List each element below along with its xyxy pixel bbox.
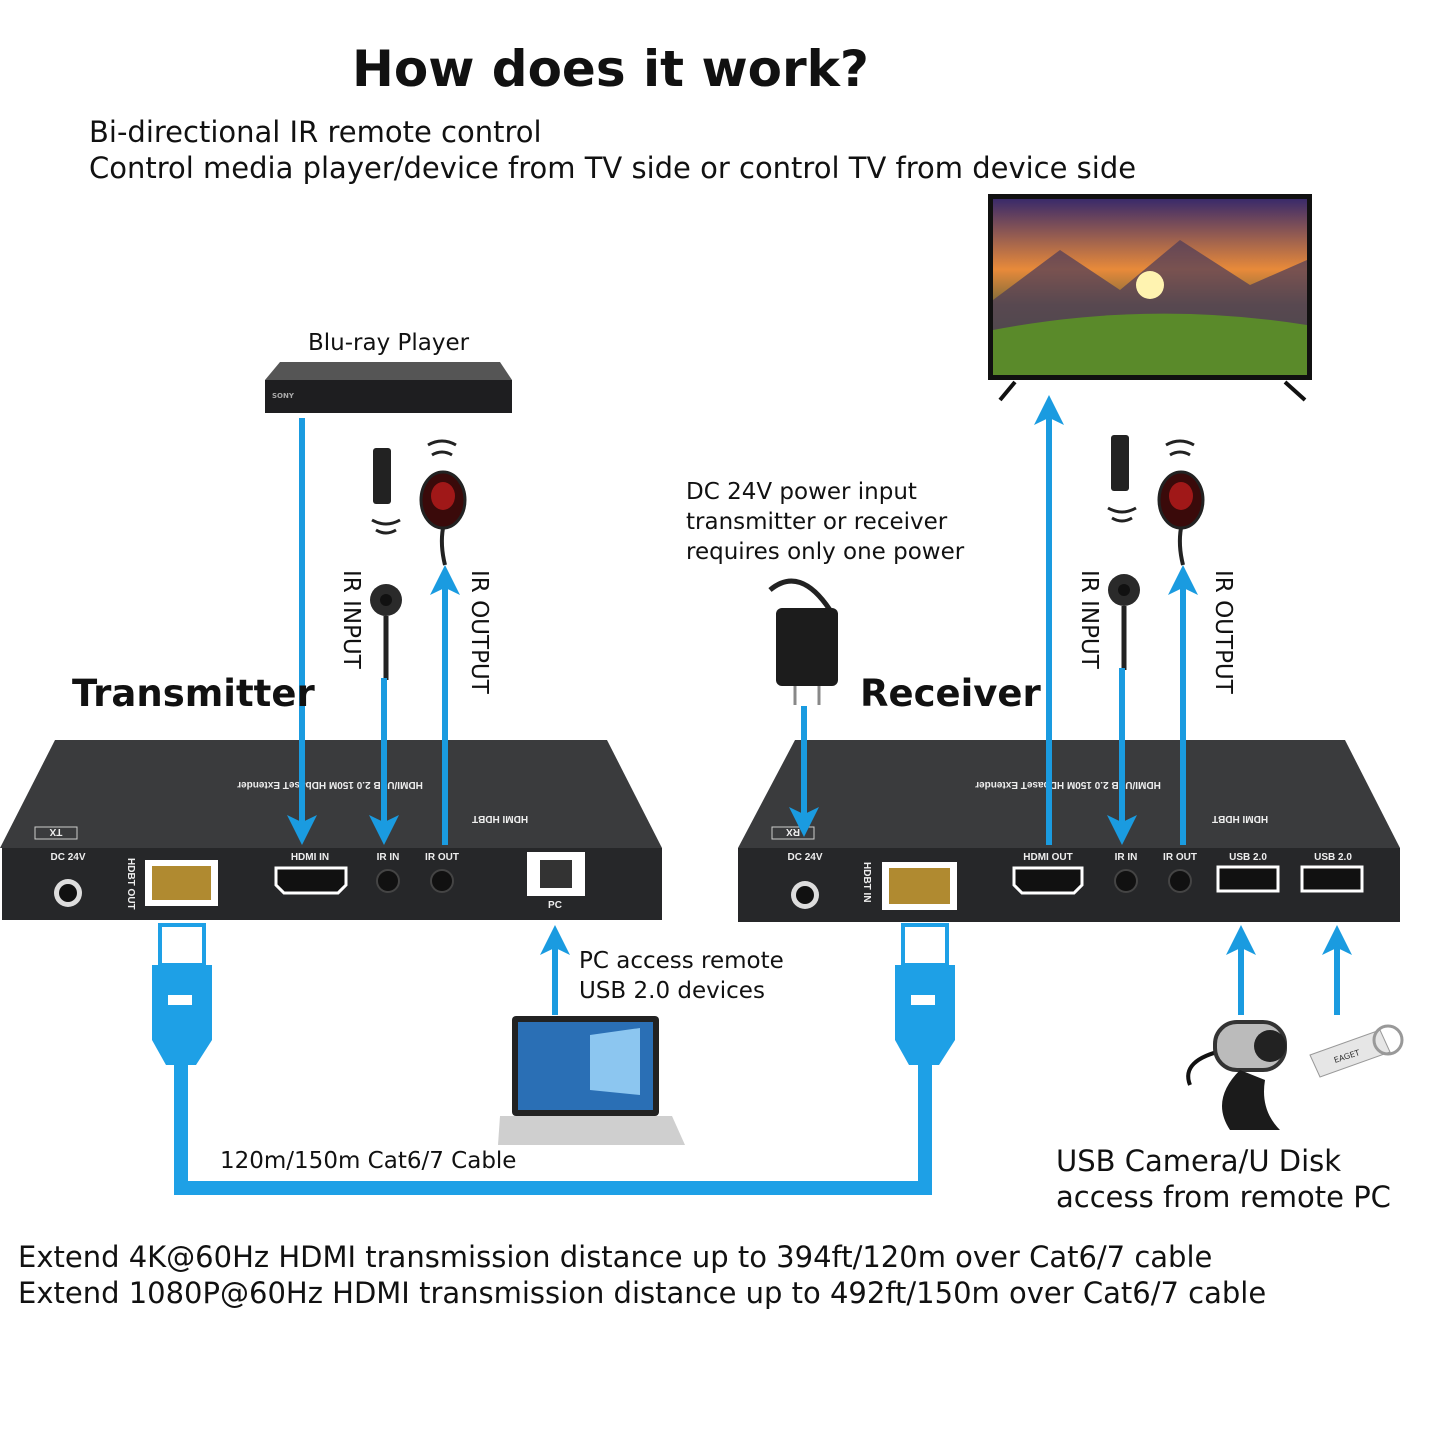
ir-remote-icon [371, 448, 401, 535]
power-adapter-icon [768, 578, 838, 705]
rx-badge: RX [786, 826, 800, 837]
receiver-label: Receiver [860, 672, 1041, 715]
bluray-brand: SONY [272, 392, 295, 400]
rx-ir-output-label: IR OUTPUT [1210, 570, 1236, 694]
rx-port-usb2: USB 2.0 [1314, 852, 1352, 863]
power-note-3: requires only one power [686, 539, 965, 565]
cable-label: 120m/150m Cat6/7 Cable [220, 1148, 517, 1174]
tx-badge: TX [49, 826, 62, 837]
tx-ir-output-label: IR OUTPUT [466, 570, 492, 694]
footer-line-1: Extend 4K@60Hz HDMI transmission distanc… [18, 1240, 1213, 1274]
pc-note-2: USB 2.0 devices [579, 978, 765, 1004]
power-note-2: transmitter or receiver [686, 509, 948, 535]
receiver-device: HDMI/USB 2.0 150M HDbaseT Extender HDMI … [738, 740, 1400, 922]
footer-line-2: Extend 1080P@60Hz HDMI transmission dist… [18, 1276, 1267, 1310]
tx-port-hdmi: HDMI IN [291, 852, 329, 863]
subtitle-line-2: Control media player/device from TV side… [89, 151, 1137, 185]
rx-model-text: HDMI/USB 2.0 150M HDbaseT Extender [975, 779, 1161, 790]
rj45-connector-rx [895, 923, 955, 1065]
rj45-connector-tx [152, 923, 212, 1065]
ir-emitter-icon [370, 584, 402, 680]
tx-port-irin: IR IN [377, 852, 400, 863]
subtitle-line-1: Bi-directional IR remote control [89, 115, 542, 149]
laptop-icon [498, 1016, 685, 1145]
rx-port-usb1: USB 2.0 [1229, 852, 1267, 863]
ir-remote-icon [1107, 435, 1137, 523]
power-note-1: DC 24V power input [686, 479, 917, 505]
rx-port-hdbt: HDBT IN [861, 862, 872, 903]
bluray-player: SONY [265, 362, 512, 413]
rx-port-irin: IR IN [1115, 852, 1138, 863]
tx-port-dc: DC 24V [50, 852, 85, 863]
ir-receiver-icon [419, 439, 467, 566]
rx-port-hdmi: HDMI OUT [1023, 852, 1072, 863]
ir-emitter-icon [1108, 574, 1140, 670]
cat6-cable [174, 1060, 932, 1195]
usb-disk-icon: EAGET [1309, 1024, 1404, 1078]
transmitter-device: HDMI/USB 2.0 150M HDbaseT Extender HDMI … [0, 740, 662, 920]
tv [988, 194, 1312, 402]
tx-port-pc: PC [548, 900, 562, 911]
tx-model-text: HDMI/USB 2.0 150M HDbaseT Extender [237, 779, 423, 790]
usb-note-2: access from remote PC [1056, 1180, 1391, 1214]
transmitter-label: Transmitter [72, 672, 315, 715]
bluray-label: Blu-ray Player [308, 330, 470, 356]
rx-port-dc: DC 24V [787, 852, 822, 863]
usb-note-1: USB Camera/U Disk [1056, 1144, 1342, 1178]
ir-receiver-icon [1157, 439, 1205, 566]
tx-port-irout: IR OUT [425, 852, 459, 863]
tx-ir-input-label: IR INPUT [338, 570, 364, 669]
tx-logo: HDMI HDBT [472, 813, 528, 824]
pc-note-1: PC access remote [579, 948, 784, 974]
usb-camera-icon [1186, 1020, 1287, 1130]
rx-port-irout: IR OUT [1163, 852, 1197, 863]
page-title: How does it work? [352, 40, 869, 98]
signal-arrows [287, 395, 1352, 1015]
tx-port-hdbt: HDBT OUT [125, 858, 136, 910]
rx-logo: HDMI HDBT [1212, 813, 1268, 824]
rx-ir-input-label: IR INPUT [1076, 570, 1102, 669]
